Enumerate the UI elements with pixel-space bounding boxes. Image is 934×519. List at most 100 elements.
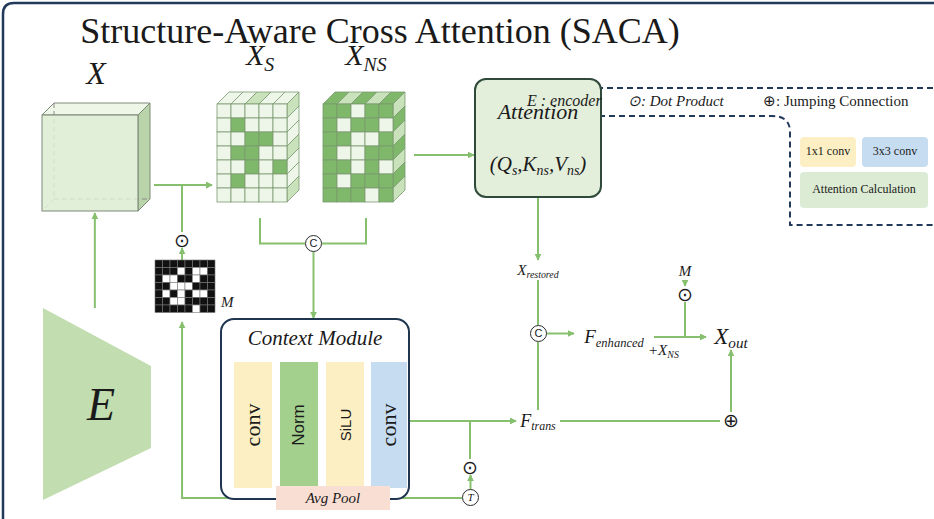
- node-text: X: [38, 55, 154, 92]
- silu-layer: SiLU: [326, 362, 364, 488]
- mask-cell: [155, 283, 163, 291]
- legend-swatch: Attention Calculation: [800, 172, 928, 208]
- mask-cell: [208, 260, 216, 268]
- mask-cell: [193, 305, 201, 313]
- mask-cell: [200, 283, 208, 291]
- panel-frame: [3, 3, 934, 519]
- grid-cell: [217, 188, 231, 202]
- grid-cell: [259, 104, 273, 118]
- connector: [537, 280, 539, 325]
- grid-cell: [245, 104, 259, 118]
- grid-cell: [323, 174, 337, 188]
- non-structural-feature: XNS: [318, 38, 414, 218]
- mask-cell: [193, 298, 201, 306]
- symbol: F: [584, 326, 596, 347]
- mask-cell: [185, 275, 193, 283]
- grid-cell: [337, 104, 351, 118]
- mask-cell: [185, 260, 193, 268]
- grid-cell: [231, 188, 245, 202]
- symbol: (Q: [490, 152, 512, 176]
- legend-text: 1x1 conv: [803, 145, 853, 158]
- mask-symbol: M: [676, 262, 695, 280]
- mask-matrix: M: [155, 260, 237, 322]
- mask-cell: [155, 260, 163, 268]
- grid-cell: [351, 132, 365, 146]
- mask-cell: [170, 298, 178, 306]
- node-text: ⊙: [677, 285, 693, 304]
- subscript: NS: [667, 349, 679, 360]
- dot-product-op: ⊙: [459, 459, 481, 475]
- grid-cell: [217, 146, 231, 160]
- connector: [537, 342, 539, 410]
- grid-cell: [379, 146, 393, 160]
- conv3x3-layer: conv: [371, 362, 407, 488]
- mask-cell: [208, 283, 216, 291]
- grid-cell: [273, 104, 287, 118]
- node-text: C: [535, 328, 543, 339]
- mask-cell: [200, 298, 208, 306]
- node-text: (Qs,Kns,Vns): [490, 152, 587, 177]
- grid-cell: [337, 188, 351, 202]
- mask-cell: [208, 298, 216, 306]
- grid-side-cell: [287, 176, 299, 202]
- grid-cell: [323, 188, 337, 202]
- grid-cell: [217, 104, 231, 118]
- node-text: T: [467, 492, 473, 503]
- grid-cell: [365, 188, 379, 202]
- connector: [470, 475, 472, 489]
- grid-cell: [351, 160, 365, 174]
- conv1x1-layer: conv: [234, 362, 272, 488]
- mask-cell: [155, 275, 163, 283]
- node-text: Xrestored: [517, 262, 558, 279]
- grid-cell: [217, 174, 231, 188]
- legend-text: 3x3 conv: [870, 145, 920, 158]
- connector: [260, 218, 305, 244]
- grid-cell: [351, 146, 365, 160]
- mask-cell: [200, 260, 208, 268]
- connector: [547, 333, 574, 335]
- node-text: M: [221, 294, 234, 311]
- mask-cell: [193, 290, 201, 298]
- mask-cell: [193, 275, 201, 283]
- concat-op: C: [530, 325, 547, 342]
- mask-cell: [155, 298, 163, 306]
- mask-cell: [170, 275, 178, 283]
- annotation-label: +XNS: [648, 342, 679, 359]
- dot-product-op: ⊙: [171, 232, 193, 248]
- node-text: XS: [212, 38, 308, 72]
- mask-grid: [155, 260, 215, 313]
- grid-cell: [245, 118, 259, 132]
- mask-cell: [208, 290, 216, 298]
- connector: [322, 218, 366, 244]
- grid-cell: [379, 188, 393, 202]
- mask-cell: [193, 283, 201, 291]
- mask-cell: [185, 290, 193, 298]
- node-text: ⊙: [174, 231, 190, 250]
- legend-text: Attention Calculation: [809, 183, 919, 196]
- grid-cell: [337, 160, 351, 174]
- grid-cell: [351, 188, 365, 202]
- node-text: ⊙: [462, 458, 478, 477]
- connector: [537, 198, 539, 260]
- grid-cell: [323, 160, 337, 174]
- symbol: ,K: [517, 152, 536, 176]
- symbol: +X: [648, 342, 667, 358]
- mask-cell: [178, 268, 186, 276]
- mask-cell: [155, 290, 163, 298]
- subscript: trans: [531, 419, 555, 433]
- grid-cell: [365, 174, 379, 188]
- connector: [414, 154, 474, 156]
- mask-cell: [208, 275, 216, 283]
- grid-side-cell: [393, 176, 405, 202]
- trans-feature: Ftrans: [516, 410, 560, 432]
- node-text: Context Module: [248, 326, 383, 351]
- grid-cell: [259, 132, 273, 146]
- mask-cell: [170, 260, 178, 268]
- grid-cell: [217, 118, 231, 132]
- mask-cell: [178, 290, 186, 298]
- node-text: Ftrans: [520, 411, 555, 432]
- grid-cell: [245, 160, 259, 174]
- mask-cell: [185, 305, 193, 313]
- symbol: X: [714, 324, 728, 349]
- input-feature-cube: X: [38, 55, 154, 213]
